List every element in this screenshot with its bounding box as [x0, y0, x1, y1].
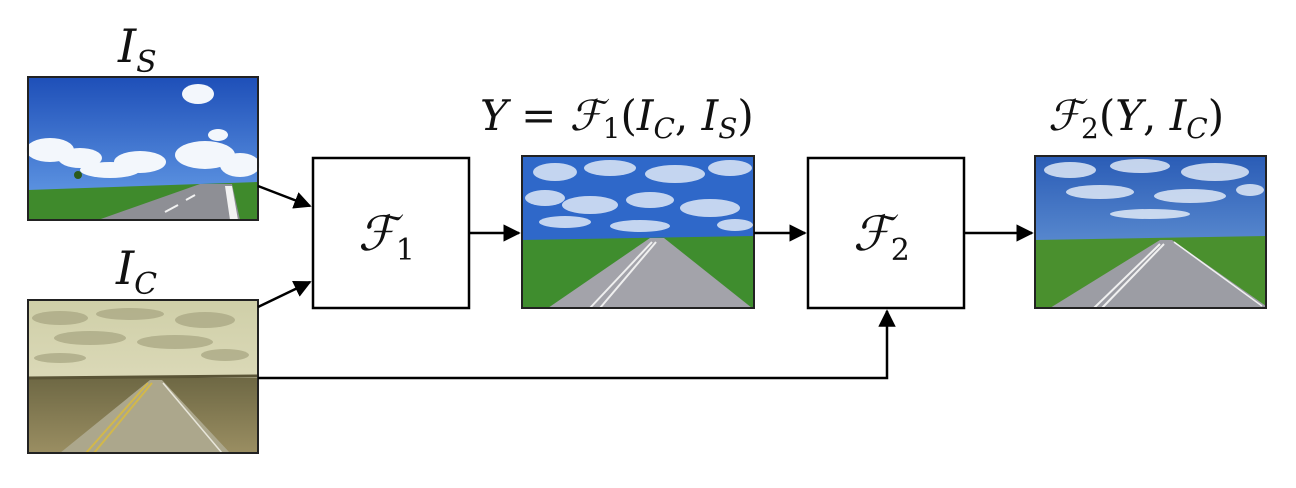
svg-text:Y = ℱ1(IC, IS): Y = ℱ1(IC, IS): [480, 91, 754, 145]
stylized-image-clouds: [525, 160, 753, 232]
arrow-content-to-f2: [258, 309, 896, 380]
stylized-image-road: [548, 238, 752, 308]
svg-text:ℱ2(Y, IC): ℱ2(Y, IC): [1048, 91, 1224, 145]
content-image-clouds: [32, 308, 249, 363]
stylized-image-label: Y = ℱ1(IC, IS): [480, 91, 754, 145]
style-image-clouds: [26, 84, 260, 178]
style-image: [26, 76, 260, 221]
style-image-road: [98, 184, 240, 220]
svg-text:IC: IC: [115, 241, 157, 302]
arrow-content-to-f1: [257, 280, 312, 309]
style-image-label: IS: [117, 19, 157, 80]
f2-box: ℱ2: [806, 156, 966, 310]
stylized-image: [521, 155, 755, 309]
final-image-clouds: [1044, 159, 1264, 219]
arrow-style-to-f1: [257, 184, 312, 209]
final-image: [1034, 155, 1267, 309]
final-image-label: ℱ2(Y, IC): [1048, 91, 1224, 145]
svg-text:IS: IS: [117, 19, 157, 80]
content-image: [27, 299, 259, 454]
final-image-road: [1050, 240, 1266, 308]
content-image-label: IC: [115, 241, 157, 302]
f1-box: ℱ1: [311, 156, 471, 310]
